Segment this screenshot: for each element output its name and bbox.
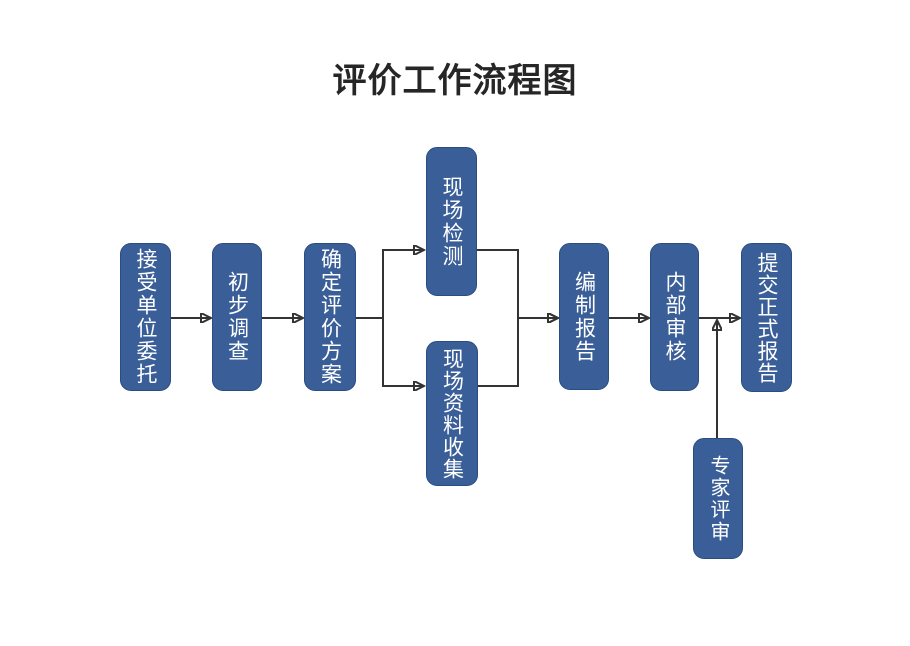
edge-site-data-collection-to-prepare-report	[478, 318, 558, 387]
node-on-site-data-collection: 现场资料收集	[426, 341, 478, 486]
node-expert-review: 专家评审	[693, 438, 743, 559]
node-determine-evaluation-plan: 确定评价方案	[304, 243, 356, 391]
node-internal-review: 内部审核	[650, 243, 699, 391]
node-accept-commission: 接受单位委托	[120, 243, 171, 391]
edge-determine-plan-to-site-testing	[356, 250, 424, 319]
node-preliminary-investigation: 初步调查	[212, 243, 262, 391]
diagram-title: 评价工作流程图	[332, 62, 578, 100]
edge-determine-plan-to-site-data-collection	[356, 317, 424, 386]
node-submit-official-report: 提交正式报告	[741, 243, 792, 392]
node-on-site-testing: 现场检测	[426, 147, 477, 296]
edge-site-testing-to-prepare-report	[477, 249, 558, 318]
node-prepare-report: 编制报告	[559, 243, 609, 390]
